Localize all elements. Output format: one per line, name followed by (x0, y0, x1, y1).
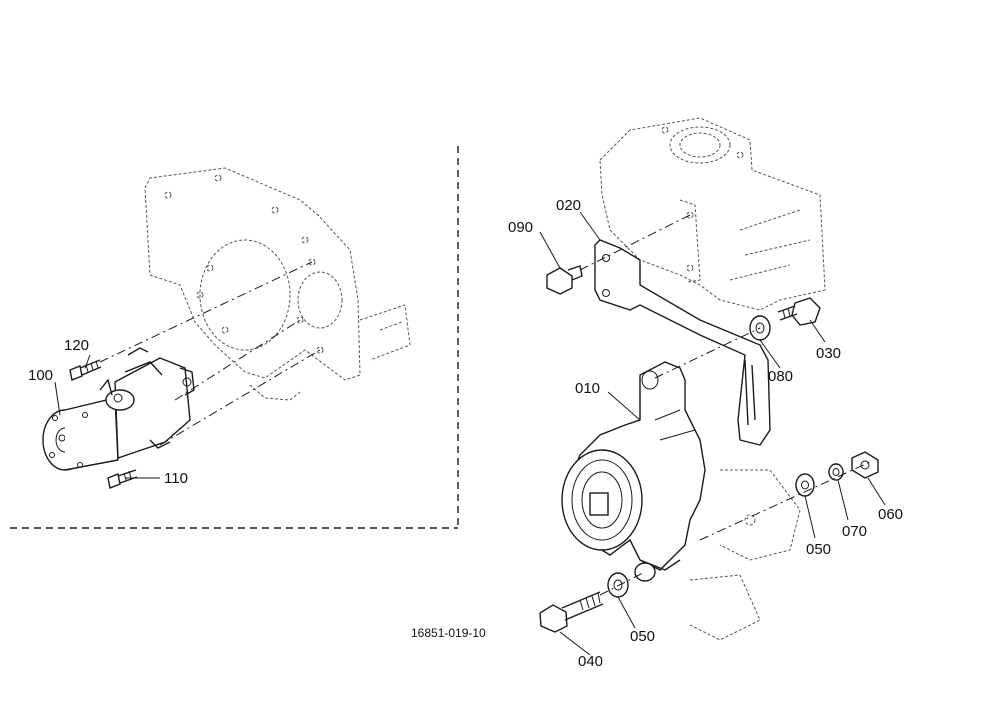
callout-080: 080 (768, 368, 793, 385)
nut-060 (851, 451, 879, 479)
bolt-030 (777, 297, 821, 326)
callout-100: 100 (28, 367, 53, 384)
callout-090: 090 (508, 219, 533, 236)
starter-group-boundary (10, 146, 459, 529)
callout-050-b: 050 (630, 628, 655, 645)
callout-040: 040 (578, 653, 603, 670)
callout-020: 020 (556, 197, 581, 214)
bolt-040 (539, 591, 604, 633)
engine-block (599, 117, 826, 311)
bolt-110 (107, 469, 138, 489)
callout-120: 120 (64, 337, 89, 354)
callout-010: 010 (575, 380, 600, 397)
washer-050-lower (607, 572, 629, 598)
engine-lower (689, 469, 801, 641)
starter-motor (42, 347, 195, 471)
callout-070: 070 (842, 523, 867, 540)
alternator-bracket (594, 239, 771, 446)
leader-lines (54, 211, 886, 656)
washer-050-right (795, 473, 815, 497)
callout-060: 060 (878, 506, 903, 523)
callout-030: 030 (816, 345, 841, 362)
flywheel-housing-plate (144, 167, 411, 401)
bolt-090 (546, 265, 583, 295)
callout-110: 110 (164, 470, 188, 487)
lockwasher-070 (828, 463, 844, 481)
alternator (561, 361, 706, 582)
drawing-code: 16851-019-10 (411, 626, 486, 640)
bolt-120 (69, 359, 102, 381)
callout-050-a: 050 (806, 541, 831, 558)
